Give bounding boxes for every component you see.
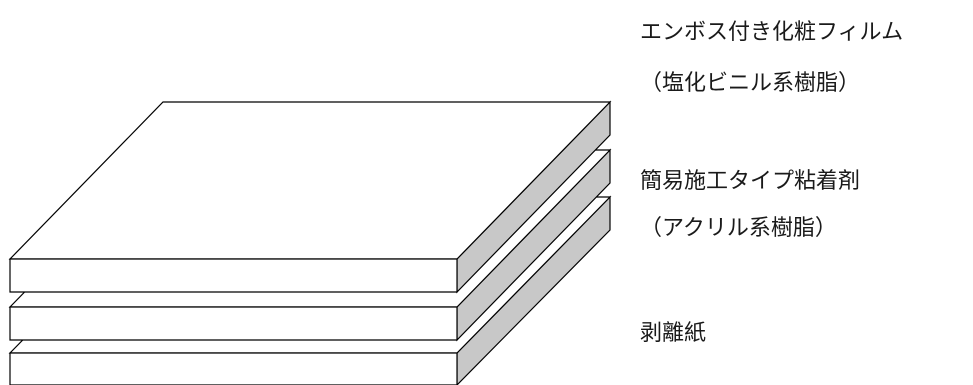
- release-paper-front: [9, 352, 458, 385]
- film-name-label: エンボス付き化粧フィルム: [640, 20, 904, 45]
- release-paper-label: 剥離紙: [640, 321, 707, 346]
- adhesive-material-label: （アクリル系樹脂）: [640, 216, 837, 241]
- film-material-label: （塩化ビニル系樹脂）: [640, 71, 861, 96]
- film-layer: [8, 100, 612, 294]
- adhesive-name-label: 簡易施工タイプ粘着剤: [640, 169, 861, 194]
- adhesive-front: [9, 306, 458, 341]
- film-front: [9, 258, 458, 293]
